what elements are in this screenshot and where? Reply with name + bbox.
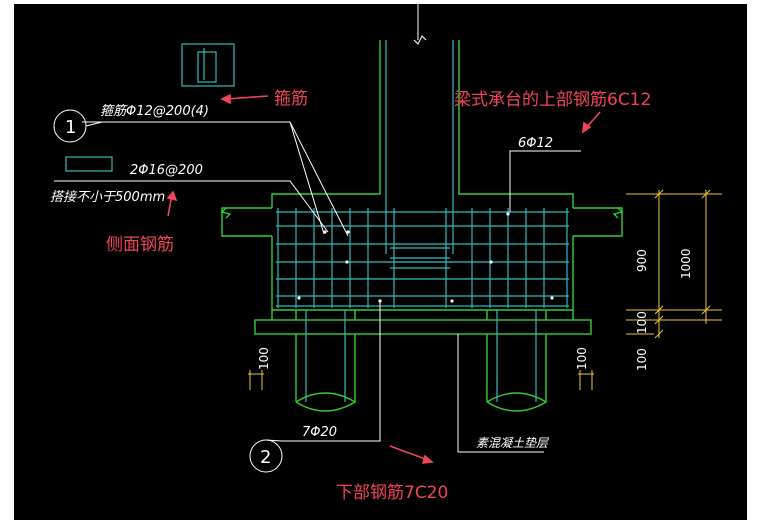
rebar-mesh [65,40,569,402]
side-rebar-red-label: 侧面钢筋 [106,235,174,255]
side-rebar-callout-text: 2Φ16@200 [130,163,203,178]
cushion-layer [254,319,592,335]
dim-1000-text: 1000 [679,248,693,279]
right-beam-stub [573,207,623,237]
cap-section-drawing: 箍筋Φ12@200(4) 箍筋 梁式承台的上部钢筋6C12 6Φ12 2Φ16@… [50,4,722,503]
section-mark-1: 1 [65,117,76,138]
top-rebar-callout-text: 6Φ12 [518,136,553,151]
cad-drawing-canvas: 箍筋Φ12@200(4) 箍筋 梁式承台的上部钢筋6C12 6Φ12 2Φ16@… [14,4,747,520]
red-arrows [166,93,601,464]
dim-100-left-text: 100 [257,347,271,370]
stirrup-red-label: 箍筋 [274,89,308,109]
top-rebar-red-label: 梁式承台的上部钢筋6C12 [454,90,651,110]
side-rebar-symbol [65,156,113,172]
dim-100-upper-text: 100 [635,311,649,334]
cushion-note-text: 素混凝土垫层 [476,436,549,450]
concrete-outline [220,40,624,412]
stirrup-callout-text: 箍筋Φ12@200(4) [100,104,209,119]
dim-100-lower-text: 100 [635,348,649,371]
stirrup-section-symbol [181,43,235,87]
dimension-lines [248,189,722,390]
bottom-rebar-red-label: 下部钢筋7C20 [336,483,448,503]
column-outline [271,40,381,208]
rebar-dots [297,212,554,303]
leader-lines [53,4,581,473]
dim-900-text: 900 [635,249,649,272]
bottom-rebar-callout-text: 7Φ20 [302,425,337,440]
section-mark-2: 2 [260,447,271,468]
left-beam-stub [221,207,272,237]
column-outline-right [458,40,574,208]
lap-note-text: 搭接不小于500mm [50,190,165,205]
cap-body [271,236,574,311]
dim-100-right-text: 100 [575,347,589,370]
